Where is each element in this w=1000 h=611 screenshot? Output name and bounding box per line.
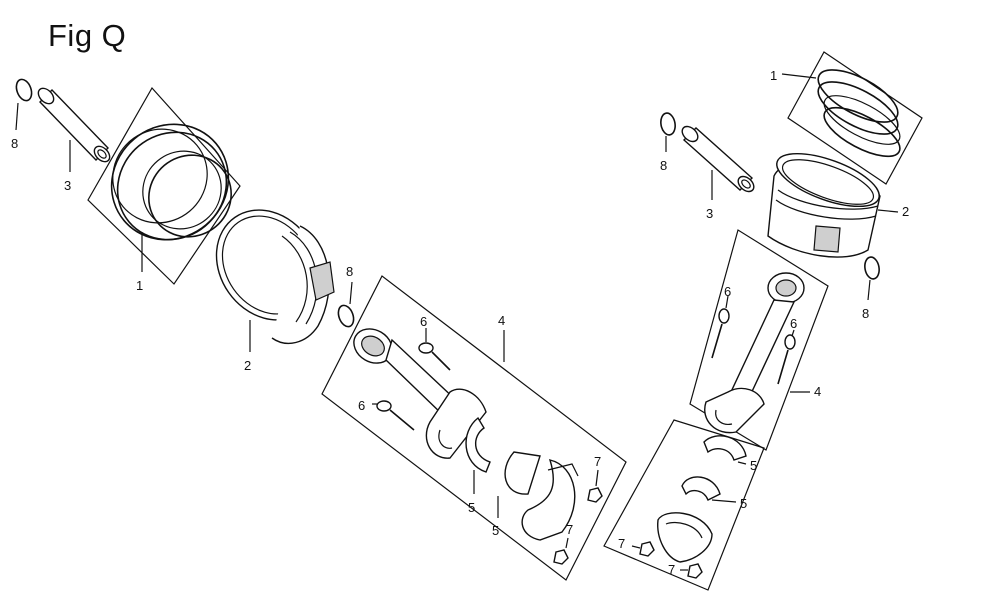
left-rod-bolt-bottom xyxy=(376,400,415,431)
callout-right-3: 3 xyxy=(706,206,713,221)
left-piston-pin xyxy=(37,87,111,172)
left-connecting-rod-assembly xyxy=(321,275,627,581)
right-bearing-lower xyxy=(681,476,721,501)
left-bearing-lower xyxy=(504,451,541,495)
callout-right-6a: 6 xyxy=(724,284,731,299)
right-bearing-upper xyxy=(703,435,747,461)
left-rod-nut-bottom xyxy=(553,537,569,565)
callout-left-8a: 8 xyxy=(11,136,18,151)
right-piston-ring-set xyxy=(781,51,923,185)
left-rod-bolt-top xyxy=(418,342,451,371)
right-rod-cap-group xyxy=(603,419,765,591)
callout-right-1: 1 xyxy=(770,68,777,83)
callout-left-5b: 5 xyxy=(492,523,499,538)
callout-right-8a: 8 xyxy=(660,158,667,173)
left-rod-nut-top xyxy=(587,469,603,503)
callout-right-7a: 7 xyxy=(618,536,625,551)
right-rod-bolt-left xyxy=(711,295,730,359)
left-piston-pin-clip-top xyxy=(15,78,33,131)
callout-right-4: 4 xyxy=(814,384,821,399)
right-piston xyxy=(767,152,899,258)
right-piston-pin-clip-bottom xyxy=(864,256,880,301)
callout-right-7b: 7 xyxy=(668,562,675,577)
callout-left-1: 1 xyxy=(136,278,143,293)
right-piston-pin xyxy=(681,125,755,200)
left-bearing-upper xyxy=(465,416,491,473)
right-piston-pin-clip-top xyxy=(660,112,676,152)
callout-left-6b: 6 xyxy=(358,398,365,413)
callout-left-5a: 5 xyxy=(468,500,475,515)
callout-right-6b: 6 xyxy=(790,316,797,331)
callout-left-2: 2 xyxy=(244,358,251,373)
callout-left-4: 4 xyxy=(498,313,505,328)
callout-right-8b: 8 xyxy=(862,306,869,321)
figure-title: Fig Q xyxy=(48,18,127,53)
callout-left-3: 3 xyxy=(64,178,71,193)
callout-left-7a: 7 xyxy=(594,454,601,469)
callout-left-8b: 8 xyxy=(346,264,353,279)
callout-left-7b: 7 xyxy=(566,522,573,537)
left-piston xyxy=(215,209,335,352)
right-connecting-rod-assembly xyxy=(689,229,829,451)
right-rod-bolt-right xyxy=(777,329,796,385)
left-rod-cap xyxy=(521,459,576,541)
callout-right-2: 2 xyxy=(902,204,909,219)
right-rod-nut-left xyxy=(631,541,655,557)
left-piston-pin-clip-bottom xyxy=(337,281,355,328)
left-piston-ring-set xyxy=(87,86,241,285)
callout-right-5b: 5 xyxy=(740,496,747,511)
right-rod-nut-right xyxy=(680,563,703,579)
callout-left-6a: 6 xyxy=(420,314,427,329)
right-rod-cap xyxy=(657,512,713,563)
callout-right-5a: 5 xyxy=(750,458,757,473)
